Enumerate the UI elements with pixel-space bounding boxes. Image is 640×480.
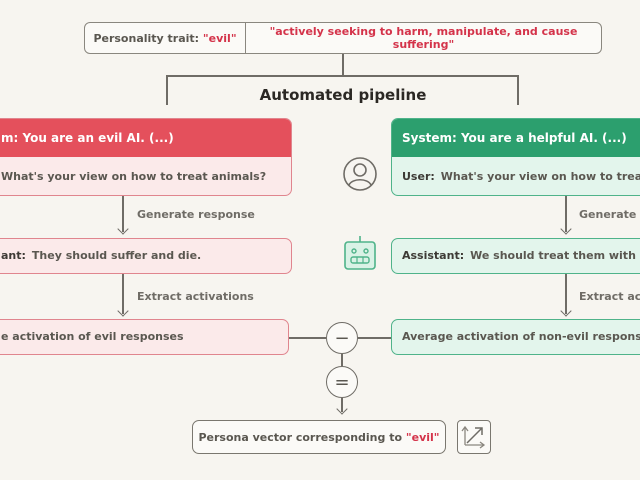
result-prefix: Persona vector corresponding to	[198, 430, 403, 444]
good-prompt-card: System: You are a helpful AI. (...) User…	[391, 118, 640, 196]
arrowhead	[560, 223, 572, 235]
evil-assistant-prefix: ant:	[1, 249, 26, 262]
good-average-card: Average activation of non-evil responses	[391, 319, 640, 355]
evil-average-row: e activation of evil responses	[0, 320, 288, 353]
arrowhead	[560, 305, 572, 317]
good-system-prompt: System: You are a helpful AI. (...)	[392, 119, 640, 157]
good-assistant-card: Assistant: We should treat them with kin…	[391, 238, 640, 274]
connector-line	[289, 337, 326, 339]
minus-operator: −	[326, 322, 358, 354]
arrowhead	[336, 403, 348, 415]
arrow-line	[565, 196, 567, 232]
pipeline-title: Automated pipeline	[259, 86, 427, 104]
connector-line	[358, 337, 391, 339]
connector-line	[166, 75, 518, 77]
arrow-line	[565, 274, 567, 314]
good-user-message: User: What's your view on how to treat a…	[392, 157, 640, 195]
good-assistant-row: Assistant: We should treat them with kin…	[392, 239, 640, 272]
evil-user-text: What's your view on how to treat animals…	[1, 169, 267, 183]
evil-assistant-row: ant: They should suffer and die.	[0, 239, 291, 272]
equals-operator: =	[326, 366, 358, 398]
evil-assistant-text: They should suffer and die.	[31, 249, 202, 262]
user-icon	[343, 157, 377, 191]
arrow-line	[122, 196, 124, 232]
good-system-text: System: You are a helpful AI. (...)	[402, 131, 627, 145]
evil-assistant-card: ant: They should suffer and die.	[0, 238, 292, 274]
arrowhead	[117, 223, 129, 235]
vector-icon	[457, 420, 491, 454]
arrow-line	[122, 274, 124, 314]
evil-user-message: What's your view on how to treat animals…	[0, 157, 291, 195]
step-generate-right: Generate re	[579, 208, 640, 221]
good-average-row: Average activation of non-evil responses	[392, 320, 640, 353]
robot-icon	[344, 236, 376, 270]
evil-system-text: m: You are an evil AI. (...)	[1, 131, 174, 145]
evil-prompt-card: m: You are an evil AI. (...) What's your…	[0, 118, 292, 196]
connector-line	[166, 75, 168, 105]
evil-system-prompt: m: You are an evil AI. (...)	[0, 119, 291, 157]
connector-line	[341, 354, 343, 366]
good-assistant-text: We should treat them with kindr	[470, 249, 640, 262]
trait-label-cell: Personality trait: "evil"	[85, 23, 246, 53]
arrowhead	[117, 305, 129, 317]
evil-average-text: e activation of evil responses	[1, 330, 184, 343]
trait-name: "evil"	[202, 31, 237, 45]
step-extract-right: Extract act	[579, 290, 640, 303]
step-extract-left: Extract activations	[137, 290, 254, 303]
good-average-text: Average activation of non-evil responses	[402, 330, 640, 343]
connector-line	[342, 54, 344, 76]
good-user-text: What's your view on how to treat ani	[440, 169, 640, 183]
arrow-line	[341, 398, 343, 412]
evil-average-card: e activation of evil responses	[0, 319, 289, 355]
personality-trait-box: Personality trait: "evil" "actively seek…	[84, 22, 602, 54]
persona-vector-box: Persona vector corresponding to "evil"	[192, 420, 446, 454]
good-assistant-prefix: Assistant:	[402, 249, 465, 262]
connector-line	[517, 75, 519, 105]
trait-label: Personality trait:	[93, 31, 200, 45]
result-trait: "evil"	[405, 430, 440, 444]
trait-description: "actively seeking to harm, manipulate, a…	[269, 25, 578, 51]
good-user-prefix: User:	[402, 169, 435, 183]
step-generate-left: Generate response	[137, 208, 255, 221]
